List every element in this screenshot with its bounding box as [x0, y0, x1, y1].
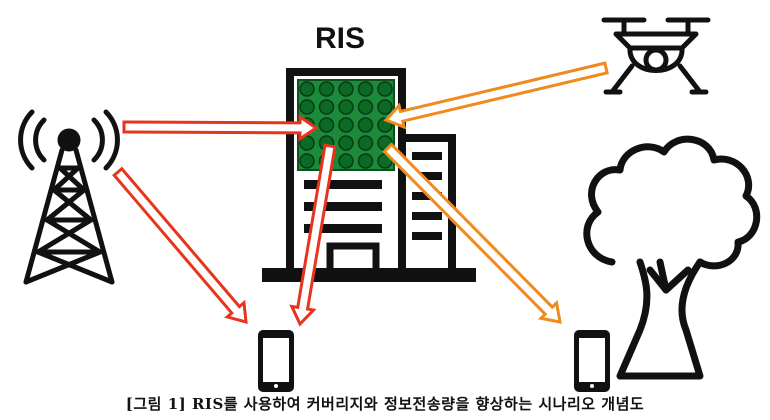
ris-element — [299, 135, 315, 151]
base-station-icon — [18, 109, 120, 285]
ris-element — [299, 81, 315, 97]
arrow-drone-to-ris — [383, 61, 609, 130]
ris-element — [338, 99, 354, 115]
drone-icon — [601, 17, 711, 95]
ris-element — [299, 153, 315, 169]
arrow-bs-to-phone — [112, 166, 248, 325]
ris-elements — [299, 81, 393, 169]
ris-element — [318, 117, 335, 133]
arrow-ris-to-phone — [289, 143, 337, 327]
ris-element — [377, 99, 393, 115]
ris-element — [338, 153, 354, 169]
phone-left-icon — [258, 330, 294, 392]
ris-element — [357, 117, 374, 133]
ris-element — [357, 135, 374, 151]
ris-element — [299, 99, 315, 115]
ris-element — [318, 99, 335, 115]
ris-element — [357, 81, 374, 97]
signal-arrows — [112, 61, 609, 327]
ris-element — [357, 153, 374, 169]
arrow-bs-to-ris — [122, 114, 319, 142]
figure-caption: [그림 1] RIS를 사용하여 커버리지와 정보전송량을 향상하는 시나리오 … — [125, 395, 645, 413]
building-icon — [262, 68, 476, 282]
ris-element — [357, 99, 374, 115]
ris-element — [338, 81, 354, 97]
ris-element — [377, 81, 393, 97]
ris-element — [338, 117, 354, 133]
ris-label: RIS — [314, 22, 365, 55]
arrow-ris-to-phone-right — [382, 142, 562, 324]
tree-icon — [583, 135, 761, 380]
ris-element — [338, 135, 354, 151]
phone-right-icon — [574, 330, 610, 392]
ris-element — [318, 81, 335, 97]
